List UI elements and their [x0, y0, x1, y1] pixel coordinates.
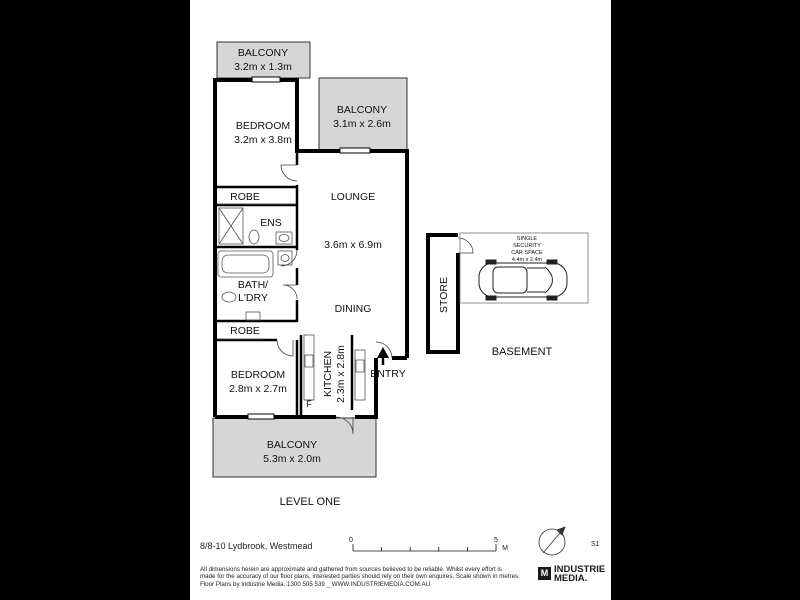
balcony-bottom-label: BALCONY: [267, 439, 317, 451]
fixtures: [217, 203, 366, 401]
balcony-top-left-area: [216, 41, 311, 79]
brand-mark-icon: M: [538, 567, 551, 580]
store-walls: [426, 233, 460, 354]
disclaimer: All dimensions herein are approximate an…: [200, 566, 530, 588]
balcony-top-left-size: 3.2m x 1.3m: [234, 61, 292, 73]
lounge-dining-size: 3.6m x 6.9m: [324, 239, 382, 251]
interior-walls: [215, 151, 354, 417]
balcony-top-right-label: BALCONY: [337, 104, 387, 116]
scale-unit: M: [502, 545, 508, 552]
exterior-walls: [213, 78, 409, 419]
windows: [247, 76, 371, 420]
balcony-top-right-area: [318, 77, 408, 152]
robe-1-label: ROBE: [230, 191, 260, 203]
lounge-label: LOUNGE: [331, 191, 375, 203]
fridge-label: F: [306, 399, 312, 409]
bedroom-2-size: 2.8m x 2.7m: [229, 383, 287, 395]
bedroom-1-label: BEDROOM: [236, 120, 290, 132]
industrie-media-logo: M INDUSTRIE MEDIA.: [538, 564, 608, 584]
disclaimer-line-1: All dimensions herein are approximate an…: [200, 566, 502, 573]
car-space-size: 4.4m x 2.4m: [512, 257, 543, 263]
kitchen-label: KITCHEN: [322, 351, 334, 397]
balcony-top-right-size: 3.1m x 2.6m: [333, 118, 391, 130]
ensuite-label: ENS: [260, 217, 282, 229]
car-space-area: [459, 232, 589, 304]
address: 8/8-10 Lydbrook, Westmead: [200, 541, 313, 551]
bedroom-2-label: BEDROOM: [231, 369, 285, 381]
car-icon: [478, 259, 568, 301]
car-space-line-3: CAR SPACE: [511, 250, 543, 256]
kitchen-size: 2.3m x 2.8m: [335, 345, 347, 403]
doors: [276, 164, 474, 435]
scale-end: 5: [494, 537, 498, 544]
brand-line-2: MEDIA.: [554, 573, 588, 584]
bath-laundry-label-1: BATH/: [238, 279, 268, 291]
store-label: STORE: [438, 277, 450, 313]
balcony-bottom-size: 5.3m x 2.0m: [263, 453, 321, 465]
robe-2-label: ROBE: [230, 325, 260, 337]
sheet-id: S1: [591, 541, 600, 548]
car-space-line-1: SINGLE: [517, 236, 538, 242]
car-space-line-2: SECURITY: [513, 243, 541, 249]
bedroom-1-size: 3.2m x 3.8m: [234, 134, 292, 146]
north-compass-icon: [538, 526, 566, 556]
balcony-top-left-label: BALCONY: [238, 47, 288, 59]
scale-start: 0: [349, 537, 353, 544]
basement-label: BASEMENT: [492, 346, 553, 358]
brand-line-1: INDUSTRIE: [554, 564, 606, 575]
bath-laundry-label-2: L'DRY: [238, 292, 268, 304]
disclaimer-line-3: Floor Plans by Industrie Media. 1300 505…: [200, 580, 431, 588]
entry-arrow-icon: [377, 347, 389, 358]
dining-label: DINING: [335, 303, 372, 315]
entry-label: ENTRY: [370, 368, 405, 380]
scale-bar: [352, 544, 497, 552]
balcony-bottom-area: [212, 417, 377, 478]
level-label: LEVEL ONE: [280, 496, 341, 508]
disclaimer-line-2: made for the accuracy of our floor plans…: [200, 573, 520, 581]
